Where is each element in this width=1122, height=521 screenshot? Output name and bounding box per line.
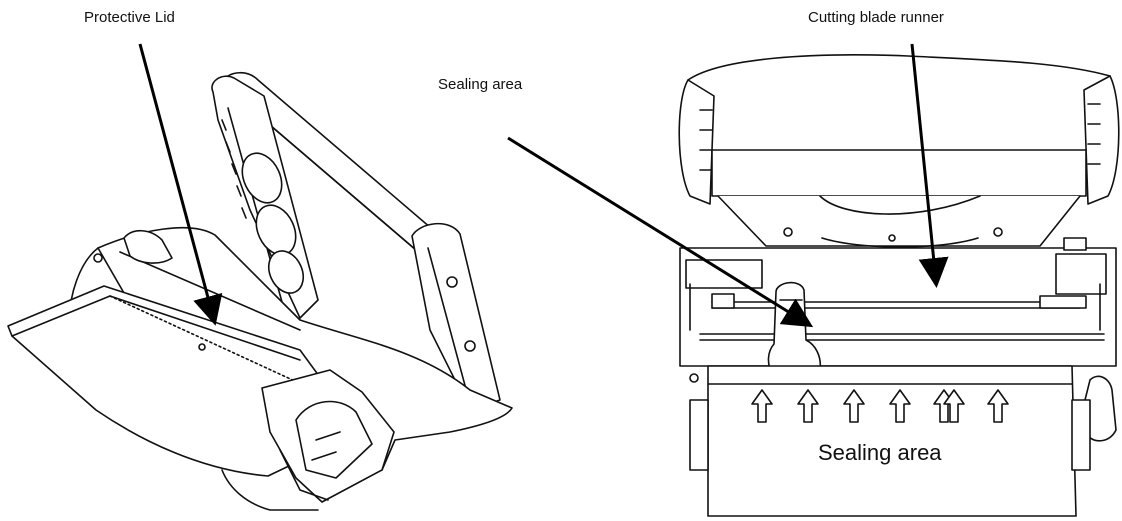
cutting-blade-runner-label: Cutting blade runner	[808, 9, 944, 26]
cutting-blade-runner-arrow	[910, 43, 949, 288]
protective-lid-label: Protective Lid	[84, 9, 175, 26]
protective-lid-arrow	[138, 43, 223, 326]
sealing-area-tray-label: Sealing area	[818, 440, 942, 465]
sealing-area-callout-label: Sealing area	[438, 76, 523, 93]
left-sealer-drawing	[7, 71, 513, 511]
callout-arrows	[138, 43, 949, 328]
sealing-area-arrow	[507, 136, 814, 328]
right-sealer-drawing	[678, 54, 1120, 517]
